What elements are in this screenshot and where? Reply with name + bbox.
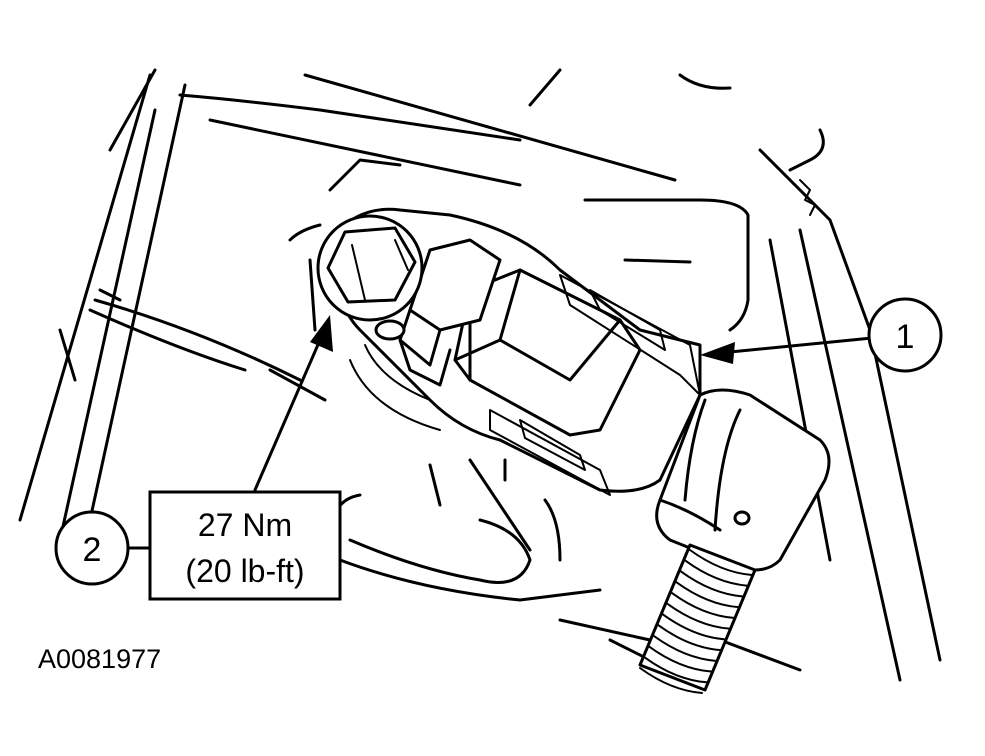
callout-2-leader: [253, 315, 333, 492]
callout-2-number: 2: [83, 531, 102, 569]
corrugated-wire-harness-icon: [638, 543, 757, 694]
harness-ridge: [670, 591, 735, 619]
harness-ridge: [661, 613, 726, 641]
figure-id: A0081977: [38, 644, 161, 674]
harness-ridge: [684, 559, 749, 587]
connector-icon: [655, 388, 831, 572]
hex-bolt-icon: [316, 214, 424, 322]
callout-1-number: 1: [896, 318, 915, 356]
harness-ridge: [666, 602, 731, 630]
harness-ridge: [679, 570, 744, 598]
torque-spec-box: 27 Nm (20 lb-ft): [148, 490, 342, 601]
harness-ridge: [689, 549, 753, 576]
harness-ridge: [648, 645, 713, 673]
harness-ridge: [643, 656, 708, 684]
harness-ridge: [652, 634, 717, 662]
callout-2-circle: 2: [54, 510, 152, 586]
harness-ridge: [675, 581, 740, 609]
callout-1-circle: 1: [867, 297, 943, 373]
torque-nm: 27 Nm: [198, 507, 292, 543]
harness-ridge: [639, 667, 703, 694]
engine-block-outline: [18, 68, 942, 682]
callout-1-leader: [700, 336, 874, 364]
knock-sensor-icon: [332, 207, 702, 496]
harness-ridge: [657, 624, 722, 652]
torque-lbft: (20 lb-ft): [185, 553, 304, 589]
